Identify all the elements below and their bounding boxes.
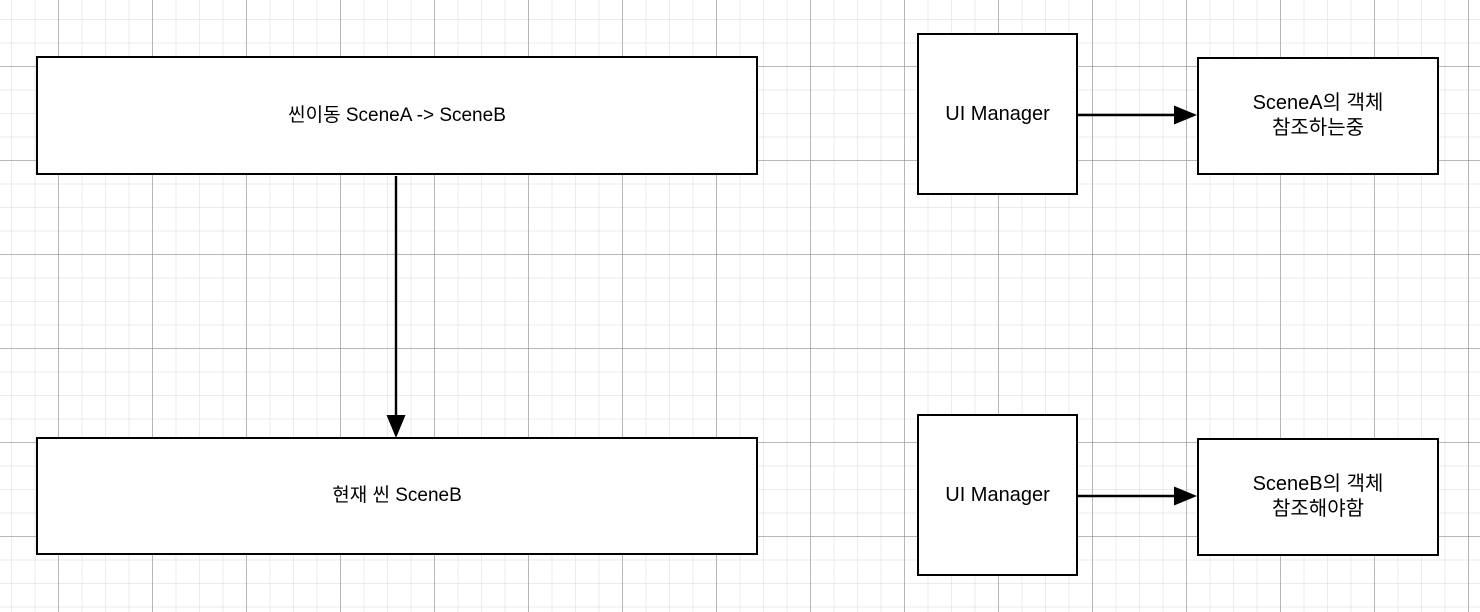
- node-ui-manager-bottom-label: UI Manager: [945, 483, 1050, 506]
- node-sceneA-reference[interactable]: SceneA의 객체 참조하는중: [1197, 57, 1439, 175]
- node-scene-transition[interactable]: 씬이동 SceneA -> SceneB: [36, 56, 758, 175]
- node-ui-manager-top[interactable]: UI Manager: [917, 33, 1078, 195]
- node-current-scene-label: 현재 씬 SceneB: [332, 485, 462, 507]
- node-sceneB-reference-label: SceneB의 객체 참조해야함: [1252, 473, 1389, 520]
- edge-scene-transition-to-current-scene: [386, 176, 406, 438]
- node-ui-manager-bottom[interactable]: UI Manager: [917, 414, 1078, 576]
- node-current-scene[interactable]: 현재 씬 SceneB: [36, 437, 758, 555]
- edge-ui-manager-top-to-sceneA-reference: [1078, 105, 1197, 125]
- node-sceneB-reference[interactable]: SceneB의 객체 참조해야함: [1197, 438, 1439, 556]
- node-sceneA-reference-label: SceneA의 객체 참조하는중: [1252, 92, 1389, 139]
- node-scene-transition-label: 씬이동 SceneA -> SceneB: [288, 104, 506, 126]
- edge-ui-manager-bottom-to-sceneB-reference: [1078, 486, 1197, 506]
- node-ui-manager-top-label: UI Manager: [945, 102, 1050, 125]
